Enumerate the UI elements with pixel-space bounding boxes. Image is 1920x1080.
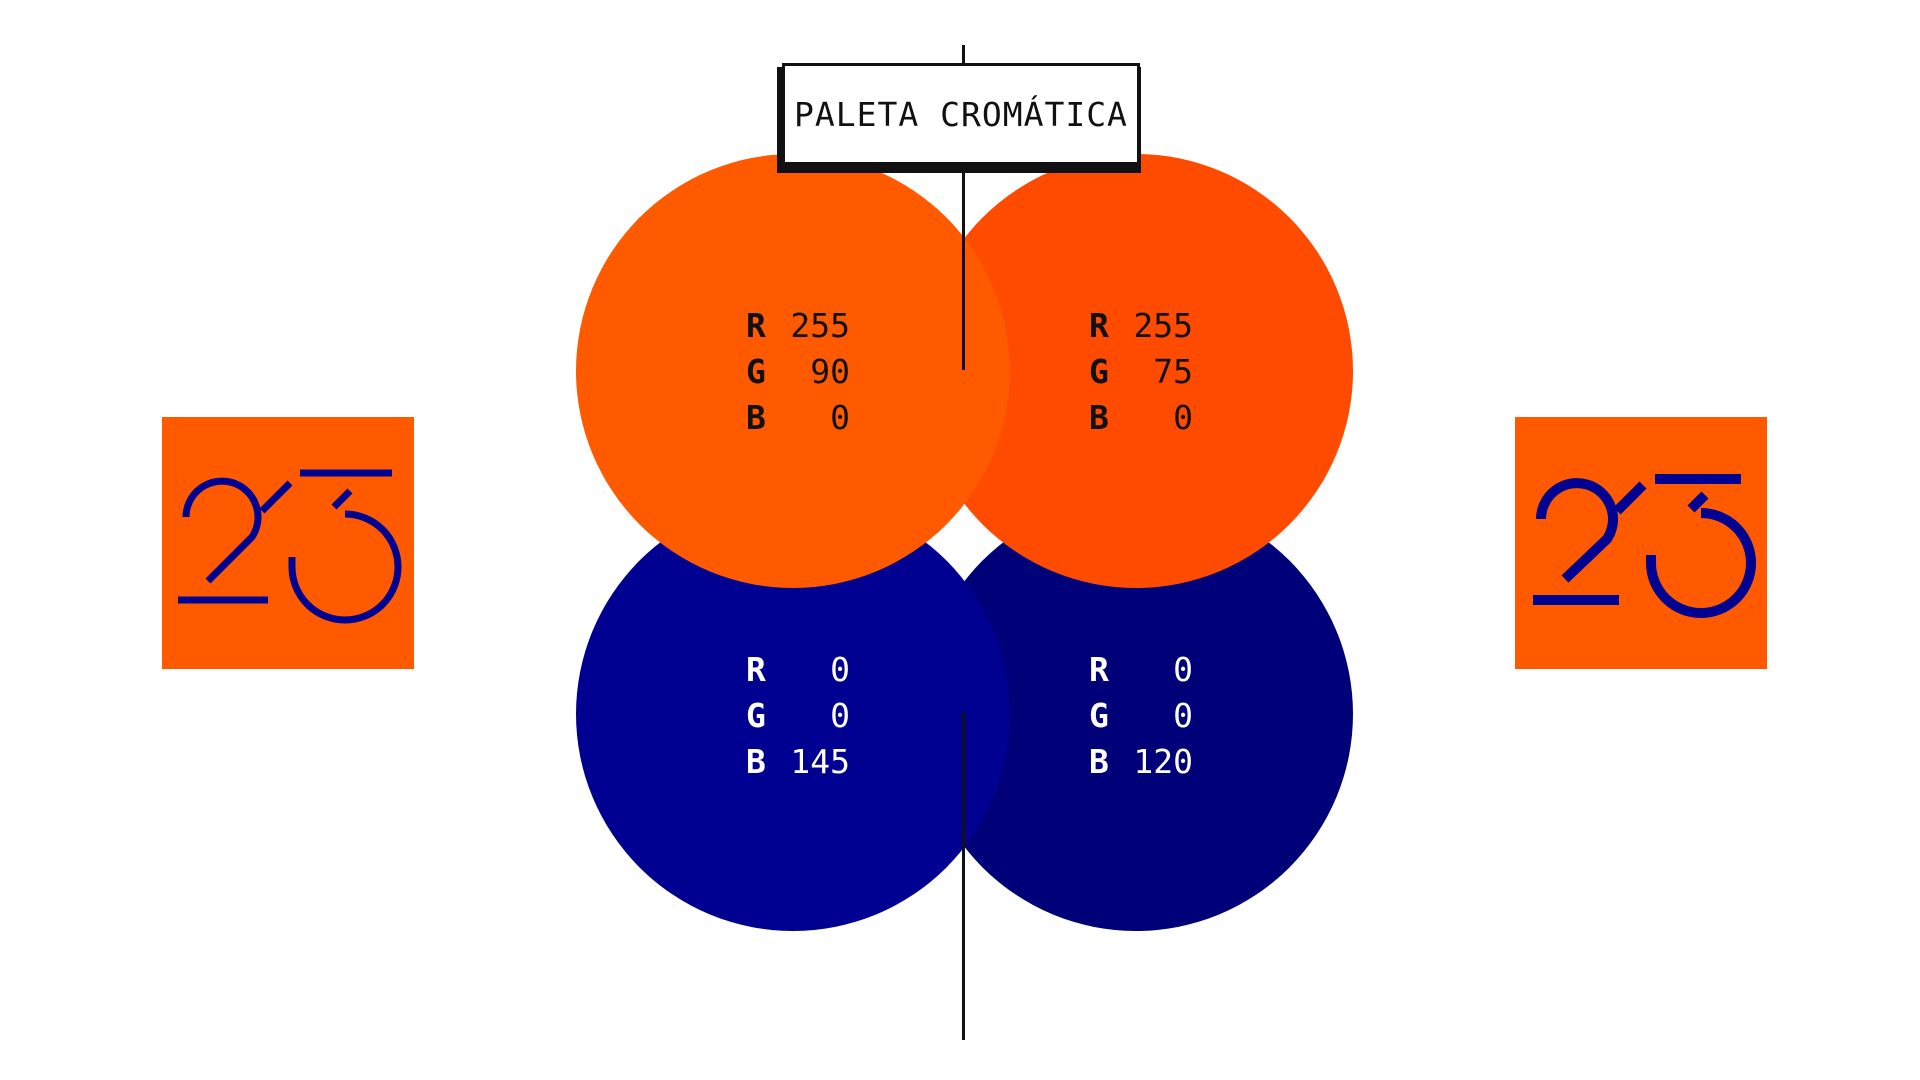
center-guide-line-bottom bbox=[962, 712, 965, 1040]
r-value: 255 bbox=[1133, 306, 1193, 345]
b-label: B bbox=[1089, 398, 1109, 437]
swatch-circle-orange bbox=[576, 154, 1010, 588]
rgb-values-orange-red: R 255 G 75 B 0 bbox=[1089, 303, 1193, 441]
logo-213-right bbox=[1515, 417, 1767, 669]
r-value: 0 bbox=[1173, 650, 1193, 689]
g-label: G bbox=[746, 352, 766, 391]
r-label: R bbox=[746, 650, 766, 689]
rgb-values-blue: R 0 G 0 B 145 bbox=[746, 647, 850, 785]
logo-213-mark bbox=[162, 417, 414, 669]
g-label: G bbox=[746, 696, 766, 735]
g-value: 0 bbox=[1173, 696, 1193, 735]
page-title: PALETA CROMÁTICA bbox=[782, 63, 1140, 165]
g-label: G bbox=[1089, 352, 1109, 391]
r-label: R bbox=[746, 306, 766, 345]
b-label: B bbox=[1089, 742, 1109, 781]
r-value: 0 bbox=[830, 650, 850, 689]
logo-213-mark bbox=[1515, 417, 1767, 669]
b-value: 0 bbox=[1173, 398, 1193, 437]
b-value: 145 bbox=[790, 742, 850, 781]
b-value: 120 bbox=[1133, 742, 1193, 781]
b-label: B bbox=[746, 398, 766, 437]
center-guide-line-top bbox=[962, 45, 965, 370]
rgb-values-blue-dark: R 0 G 0 B 120 bbox=[1089, 647, 1193, 785]
b-label: B bbox=[746, 742, 766, 781]
b-value: 0 bbox=[830, 398, 850, 437]
r-label: R bbox=[1089, 306, 1109, 345]
rgb-values-orange: R 255 G 90 B 0 bbox=[746, 303, 850, 441]
r-label: R bbox=[1089, 650, 1109, 689]
g-value: 75 bbox=[1153, 352, 1193, 391]
g-label: G bbox=[1089, 696, 1109, 735]
g-value: 90 bbox=[810, 352, 850, 391]
g-value: 0 bbox=[830, 696, 850, 735]
logo-213-left bbox=[162, 417, 414, 669]
r-value: 255 bbox=[790, 306, 850, 345]
